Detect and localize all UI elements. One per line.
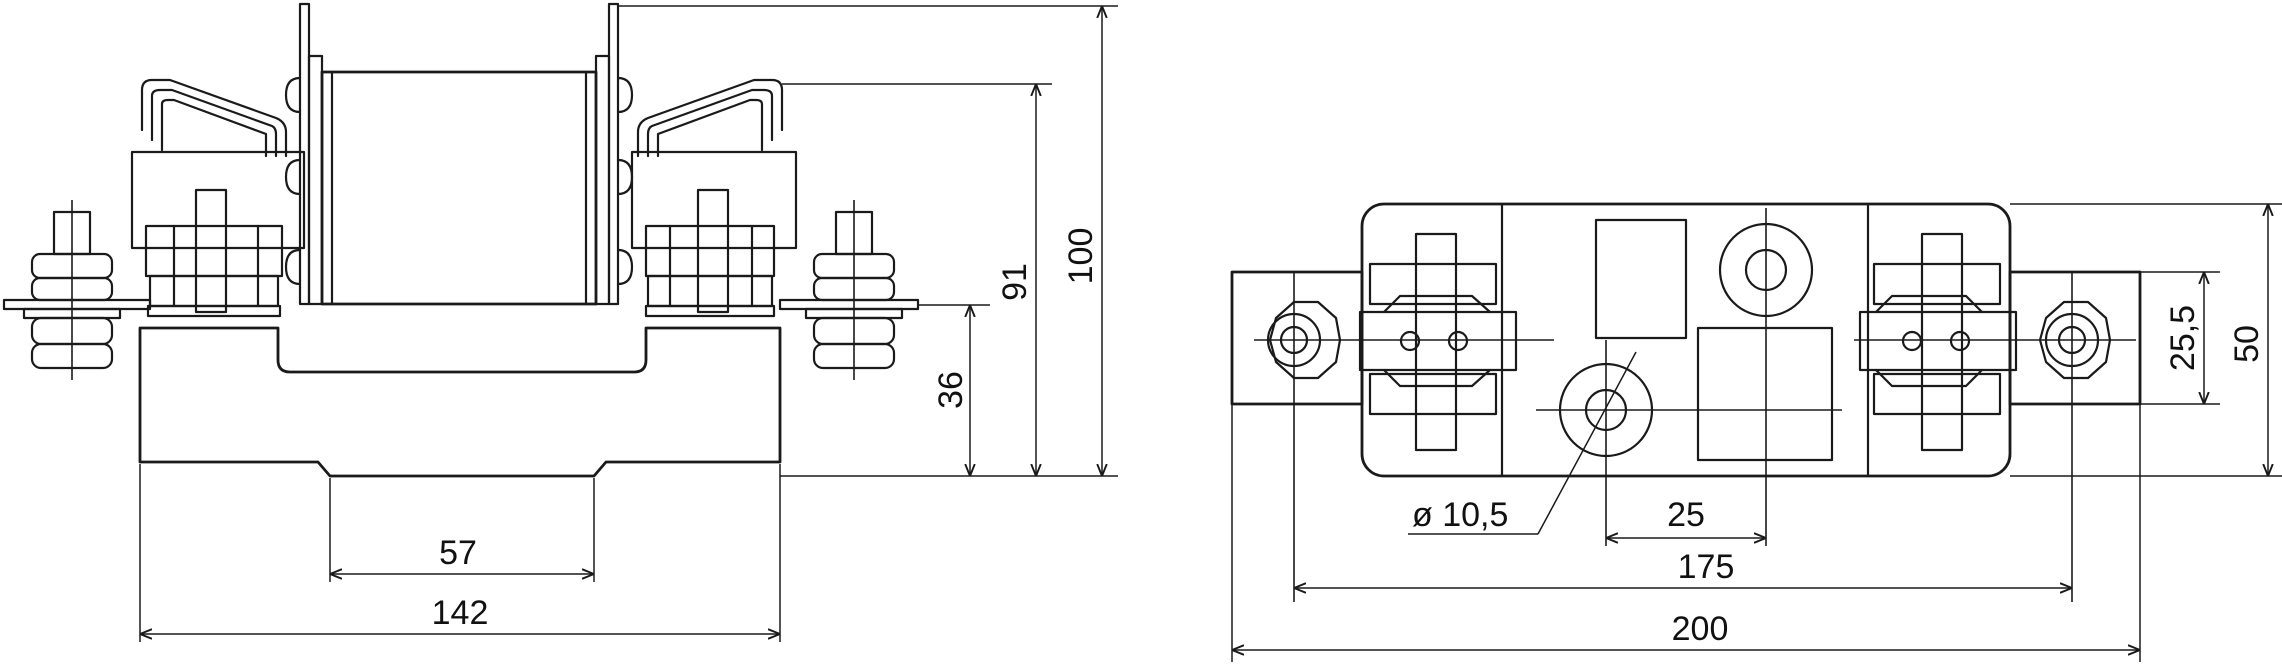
side-extension-lines xyxy=(139,5,1118,642)
center-lines xyxy=(1254,208,2136,602)
dim-36-label: 36 xyxy=(932,371,970,409)
left-terminal-bolt xyxy=(2,200,152,380)
fuse-link xyxy=(284,2,634,306)
dim-100-label: 100 xyxy=(1062,228,1100,285)
right-mounting-tab xyxy=(2008,270,2142,406)
dim-25-5-label: 25,5 xyxy=(2164,305,2202,371)
top-view: ø 10,5 25 175 200 25,5 50 xyxy=(1230,202,2282,662)
side-view: 57 142 36 91 100 xyxy=(2,2,1118,642)
hole-diameter-label: ø 10,5 xyxy=(1412,496,1508,534)
label-window-top xyxy=(1594,218,1688,340)
diameter-leader xyxy=(1537,351,1637,535)
right-terminal-bolt xyxy=(778,200,920,380)
left-mounting-tab xyxy=(1230,270,1364,406)
dim-50-label: 50 xyxy=(2228,325,2266,363)
dim-175-label: 175 xyxy=(1678,548,1735,586)
dim-200-label: 200 xyxy=(1672,610,1729,648)
dim-91-label: 91 xyxy=(996,263,1034,301)
right-contact xyxy=(630,78,798,318)
dim-142-label: 142 xyxy=(432,594,489,632)
dim-25-label: 25 xyxy=(1667,496,1705,534)
label-window-bottom xyxy=(1696,326,1834,462)
base-body xyxy=(138,326,782,478)
dim-57-label: 57 xyxy=(439,534,477,572)
left-clip-top xyxy=(1358,232,1518,452)
right-clip-top xyxy=(1858,232,2018,452)
left-contact xyxy=(130,78,306,318)
